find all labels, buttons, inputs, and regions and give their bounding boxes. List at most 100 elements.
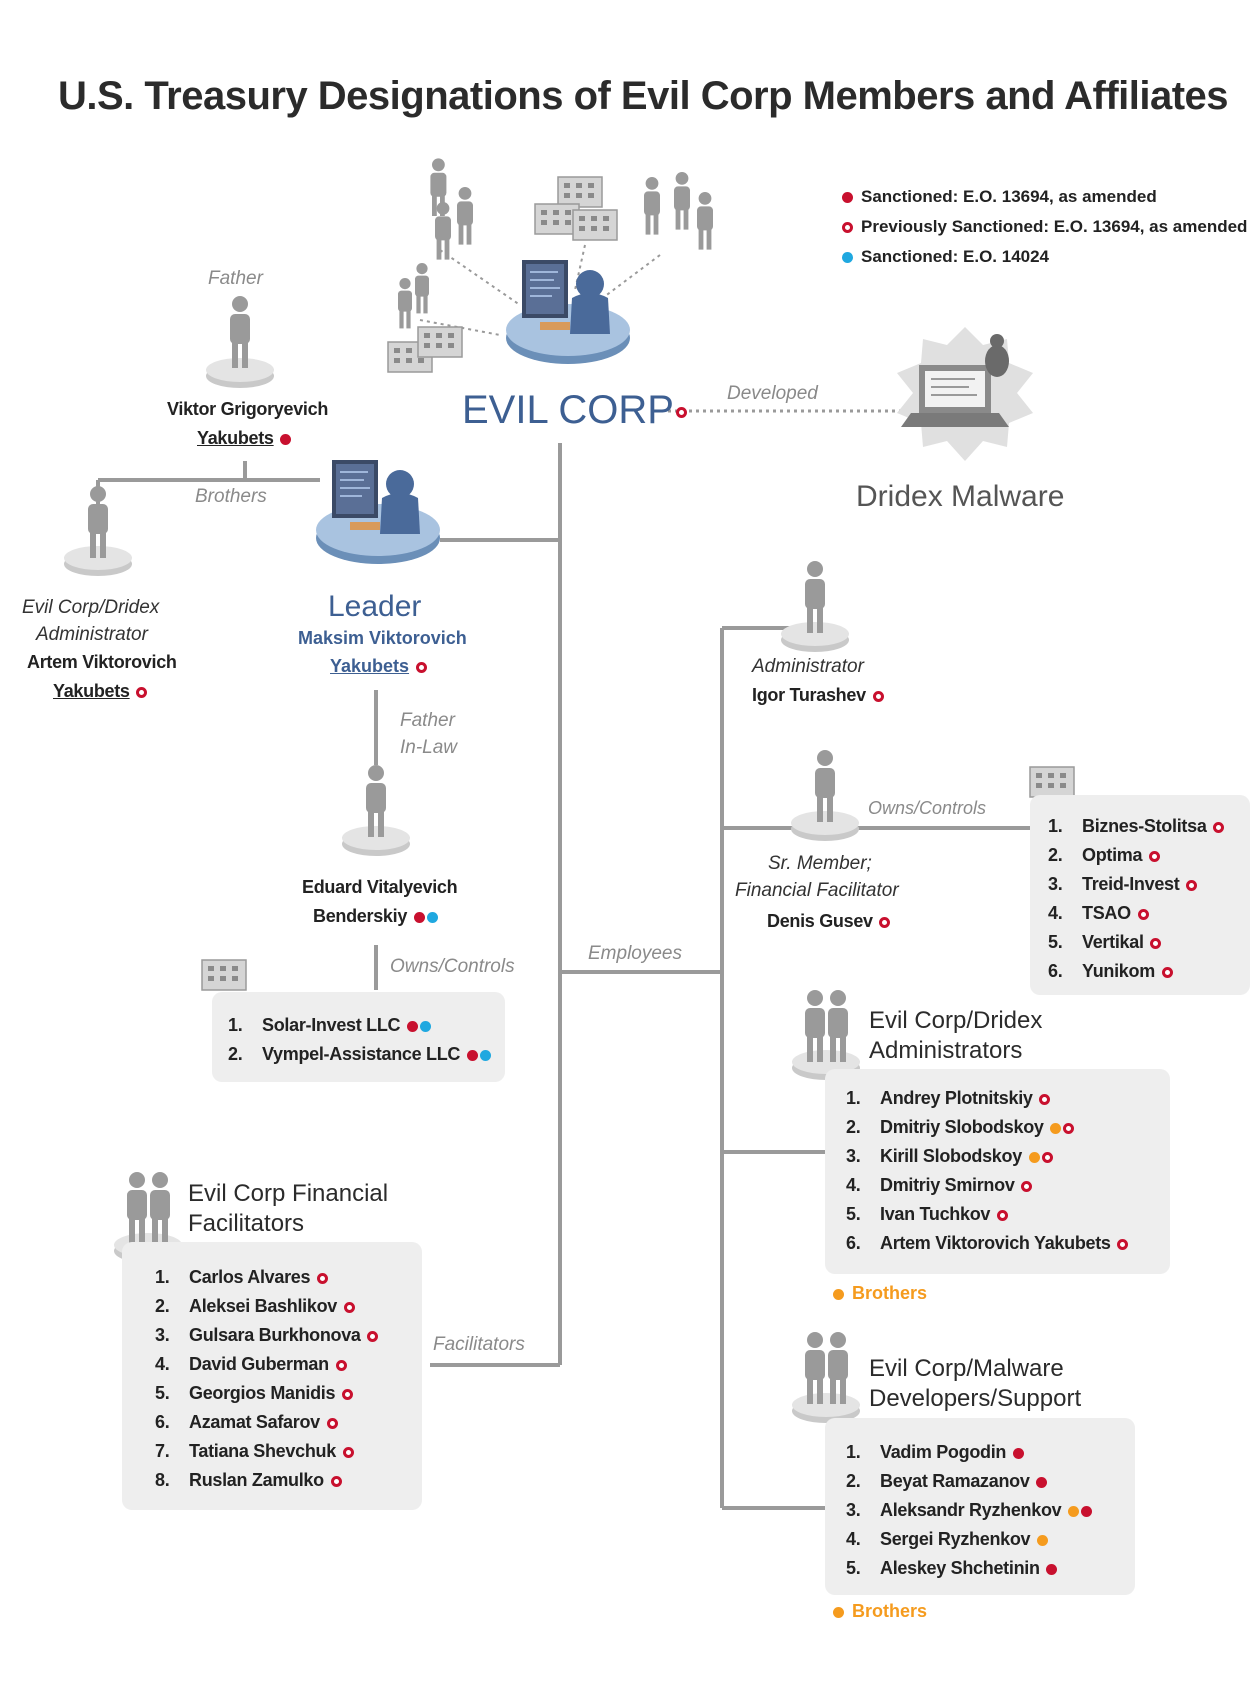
eo14024-dot-icon: [426, 911, 438, 923]
leader-first-name: Maksim Viktorovich: [298, 628, 467, 648]
brother-dot-icon: [1050, 1122, 1062, 1134]
father-in-law-label-1: Father: [400, 710, 455, 731]
facilitators-label: Facilitators: [433, 1334, 525, 1355]
item-name: Vertikal: [1082, 932, 1144, 952]
item-number: 1.: [155, 1267, 170, 1287]
previously-sanctioned-ring-icon: [1148, 850, 1160, 862]
item-number: 2.: [228, 1044, 243, 1064]
leader-last-name: Yakubets: [330, 656, 428, 677]
turashev-full-name: Igor Turashev: [752, 685, 866, 705]
item-number: 3.: [846, 1146, 861, 1166]
sanctioned-dot-icon: [1081, 1505, 1093, 1517]
developers-heading: Evil Corp/Malware Developers/Support: [869, 1354, 1081, 1414]
evil-corp-label: EVIL CORP: [462, 388, 687, 433]
previously-sanctioned-ring-icon: [879, 916, 891, 928]
page-title: U.S. Treasury Designations of Evil Corp …: [58, 74, 1229, 118]
list-item: 2.Beyat Ramazanov: [846, 1467, 1092, 1496]
gusev-owns-label: Owns/Controls: [868, 798, 987, 818]
previously-sanctioned-ring-icon: [996, 1209, 1008, 1221]
item-number: 4.: [1048, 903, 1063, 923]
item-name: Dmitriy Smirnov: [880, 1175, 1015, 1195]
list-item: 2.Aleksei Bashlikov: [155, 1292, 378, 1321]
item-name: Treid-Invest: [1082, 874, 1180, 894]
item-name: Artem Viktorovich Yakubets: [880, 1233, 1111, 1253]
previously-sanctioned-ring-icon: [1161, 966, 1173, 978]
artem-last-name: Yakubets: [53, 681, 148, 702]
item-number: 6.: [155, 1412, 170, 1432]
financial-heading-line-1: Evil Corp Financial: [188, 1180, 389, 1207]
bendersky-companies-box: [212, 992, 505, 1082]
sanctioned-dot-icon: [280, 433, 292, 445]
previously-sanctioned-ring-icon: [1150, 937, 1162, 949]
item-name: Tatiana Shevchuk: [189, 1441, 336, 1461]
list-item: 7. Tatiana Shevchuk: [155, 1437, 378, 1466]
item-name: Georgios Manidis: [189, 1383, 336, 1403]
artem-surname: Yakubets: [53, 681, 130, 701]
item-name: Azamat Safarov: [189, 1412, 320, 1432]
brother-dot-icon: [1036, 1534, 1048, 1546]
sanctioned-dot-icon: [1012, 1447, 1024, 1459]
dridex-malware-label: Dridex Malware: [856, 480, 1065, 513]
previously-sanctioned-ring-icon: [1186, 879, 1198, 891]
list-item: 5.Ivan Tuchkov: [846, 1200, 1128, 1229]
item-name: Yunikom: [1082, 961, 1155, 981]
item-number: 3.: [846, 1500, 861, 1520]
list-item: 6. Azamat Safarov: [155, 1408, 378, 1437]
admins-brothers-note: Brothers: [831, 1283, 927, 1304]
previously-sanctioned-ring-icon: [872, 690, 884, 702]
item-number: 1.: [846, 1088, 861, 1108]
gusev-full-name: Denis Gusev: [767, 911, 873, 931]
previously-sanctioned-ring-icon: [330, 1475, 342, 1487]
item-name: Aleksei Bashlikov: [189, 1296, 337, 1316]
brothers-note-label: Brothers: [852, 1601, 928, 1621]
item-number: 6.: [846, 1233, 861, 1253]
list-item: 1. Andrey Plotnitskiy: [846, 1084, 1128, 1113]
item-number: 4.: [155, 1354, 170, 1374]
brother-dot-icon: [833, 1606, 844, 1618]
artem-role-1: Evil Corp/Dridex: [22, 597, 160, 618]
sanctioned-dot-icon: [413, 911, 425, 923]
sanctioned-dot-icon: [406, 1020, 418, 1032]
developers-list: 1.Vadim Pogodin 2.Beyat Ramazanov 3.Alek…: [846, 1438, 1093, 1583]
item-name: Ivan Tuchkov: [880, 1204, 991, 1224]
previously-sanctioned-ring-icon: [326, 1417, 338, 1429]
gusev-role-2: Financial Facilitator: [735, 880, 899, 901]
father-first-name: Viktor Grigoryevich: [167, 399, 329, 419]
bendersky-first-name: Eduard Vitalyevich: [302, 877, 458, 897]
legend-label: Sanctioned: E.O. 13694, as amended: [861, 187, 1157, 206]
list-item: 1.Solar-Invest LLC: [228, 1011, 491, 1040]
gusev-companies-list: 1.Biznes-Stolitsa 2.Optima 3.Treid-Inves…: [1048, 812, 1225, 986]
previously-sanctioned-ring-icon: [341, 1388, 353, 1400]
item-name: Ruslan Zamulko: [189, 1470, 324, 1490]
list-item: 6. Yunikom: [1048, 957, 1224, 986]
item-number: 6.: [1048, 961, 1063, 981]
list-item: 3.Kirill Slobodskoy: [846, 1142, 1128, 1171]
item-name: Andrey Plotnitskiy: [880, 1088, 1033, 1108]
brothers-label: Brothers: [195, 486, 267, 507]
item-name: Vympel-Assistance LLC: [262, 1044, 461, 1064]
item-number: 2.: [846, 1471, 861, 1491]
item-number: 5.: [155, 1383, 170, 1403]
financial-heading: Evil Corp Financial Facilitators: [188, 1179, 388, 1239]
previously-sanctioned-ring-icon: [1137, 908, 1149, 920]
admins-box: [825, 1069, 1170, 1274]
legend-item-previously-sanctioned: Previously Sanctioned: E.O. 13694, as am…: [840, 217, 1247, 237]
list-item: 4.Dmitriy Smirnov: [846, 1171, 1128, 1200]
developed-label: Developed: [727, 383, 818, 404]
item-number: 7.: [155, 1441, 170, 1461]
item-number: 5.: [1048, 932, 1063, 952]
father-role: Father: [208, 268, 263, 289]
list-item: 2.Optima: [1048, 841, 1224, 870]
item-number: 5.: [846, 1558, 861, 1578]
father-surname: Yakubets: [197, 428, 274, 448]
item-number: 2.: [846, 1117, 861, 1137]
developers-heading-line-2: Developers/Support: [869, 1385, 1082, 1412]
bendersky-surname: Benderskiy: [313, 906, 408, 926]
bendersky-owns-label: Owns/Controls: [390, 956, 515, 977]
item-name: Sergei Ryzhenkov: [880, 1529, 1031, 1549]
previously-sanctioned-ring-icon: [1213, 821, 1225, 833]
list-item: 5.Aleskey Shchetinin: [846, 1554, 1092, 1583]
brothers-note-label: Brothers: [852, 1283, 928, 1303]
brother-dot-icon: [1028, 1151, 1040, 1163]
